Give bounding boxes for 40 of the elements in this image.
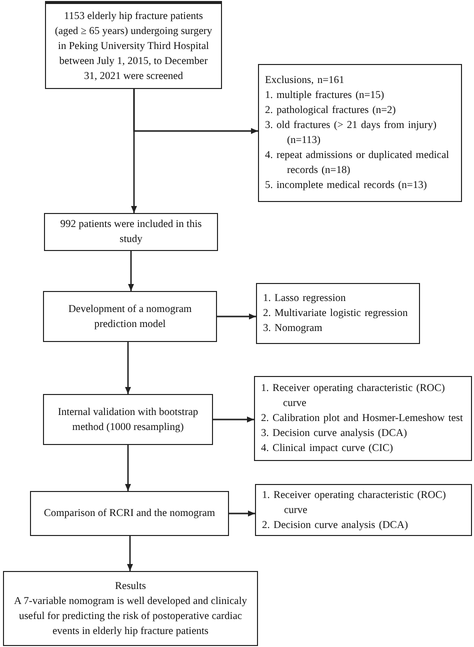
process-box xyxy=(44,213,218,251)
box-heading: Results xyxy=(114,580,147,594)
method-list-box xyxy=(256,283,420,344)
list-item: 2. pathological fractures (n=2) xyxy=(265,104,397,118)
arrow xyxy=(213,416,254,422)
list-item: 2. Multivariate logistic regression xyxy=(263,307,409,321)
list-item: 2. Decision curve analysis (DCA) xyxy=(262,518,410,532)
list-item: 1. Receiver operating characteristic (ROC) curve xyxy=(261,382,446,411)
result-box xyxy=(3,571,258,646)
process-box xyxy=(45,1,222,89)
box-text: A 7-variable nomogram is well developed and clinicaly useful for predicting the risk of postoperative cardiac events in elderly hip fracture patients xyxy=(13,594,248,638)
arrow xyxy=(127,536,133,571)
list-item: 4. Clinical impact curve (CIC) xyxy=(261,442,394,456)
arrow xyxy=(217,314,256,320)
box-text: Development of a nomogram prediction model xyxy=(67,302,193,332)
process-box xyxy=(43,394,213,445)
arrow xyxy=(133,89,258,134)
process-box xyxy=(30,491,229,536)
box-text: Comparison of RCRI and the nomogram xyxy=(42,507,216,521)
arrow xyxy=(125,445,131,491)
process-box xyxy=(43,291,217,342)
list-item: 4. repeat admissions or duplicated medical records (n=18) xyxy=(265,149,450,178)
list-item: 1. multiple fractures (n=15) xyxy=(265,89,386,103)
method-list-box xyxy=(254,376,472,461)
list-item: 1. Receiver operating characteristic (ROC) curve xyxy=(262,488,447,518)
arrow xyxy=(128,251,134,291)
box-text: 1153 elderly hip fracture patients (aged ≥ 65 years) undergoing surgery in Peking University Third Hospital between July 1, 2015, to December 31, 2021 were screened xyxy=(54,10,214,84)
box-text: Internal validation with bootstrap method (1000 resampling) xyxy=(56,406,200,434)
list-item: 3. Decision curve analysis (DCA) xyxy=(261,427,408,441)
box-heading: Exclusions, n=161 xyxy=(265,74,346,88)
exclusion-box xyxy=(258,64,462,202)
list-item: 5. incomplete medical records (n=13) xyxy=(265,179,428,193)
list-item: 2. Calibration plot and Hosmer-Lemeshow test xyxy=(261,412,464,426)
list-item: 3. old fractures (> 21 days from injury) (n=113) xyxy=(265,119,438,148)
arrow xyxy=(125,342,131,394)
list-item: 1. Lasso regression xyxy=(263,292,347,306)
box-text: 992 patients were included in this study xyxy=(59,218,203,247)
method-list-box xyxy=(255,484,472,536)
list-item: 3. Nomogram xyxy=(263,322,324,336)
arrow xyxy=(229,510,255,516)
